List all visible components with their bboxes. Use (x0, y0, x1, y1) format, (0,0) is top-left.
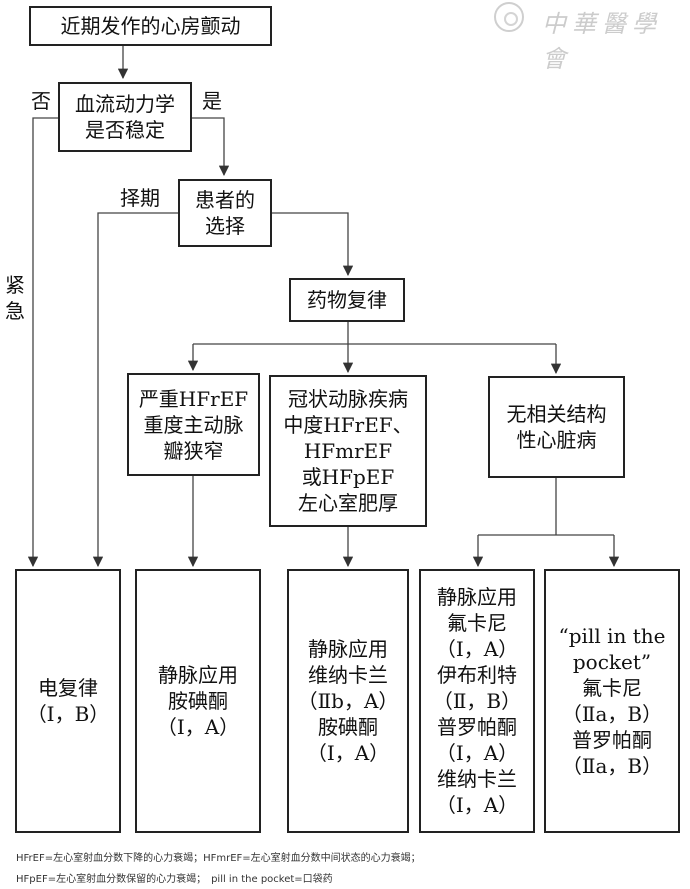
chinese-medical-association-logo: 中華醫學會 (494, 2, 688, 73)
node-text: 是否稳定 (85, 118, 165, 142)
seal-icon (494, 2, 524, 32)
footnote-line-1: HFrEF=左心室射血分数下降的心力衰竭；HFmrEF=左心室射血分数中间状态的… (16, 853, 421, 864)
edge-patient-electric (92, 212, 178, 568)
node-text: 氟卡尼 (582, 676, 642, 700)
outcome-electrical-cardioversion: 电复律 （Ⅰ，B） (15, 569, 121, 833)
node-text: 左心室肥厚 (298, 491, 398, 515)
node-text: 近期发作的心房颤动 (60, 14, 241, 38)
node-text: 选择 (205, 214, 245, 238)
edge-label-no: 否 (31, 89, 51, 113)
node-text: 氟卡尼 (447, 611, 507, 635)
outcome-iv-amiodarone: 静脉应用 胺碘酮 （Ⅰ，A） (135, 569, 261, 833)
node-text: 药物复律 (307, 288, 387, 312)
node-text: （Ⅱa，B） (561, 754, 663, 778)
edge-label-urgent: 紧 急 (4, 272, 26, 324)
node-text: 普罗帕酮 (572, 728, 652, 752)
node-text: 胺碘酮 (318, 715, 378, 739)
edge-hemo-electric (27, 117, 58, 568)
node-text: （Ⅰ，A） (435, 741, 519, 765)
node-text: （Ⅰ，A） (306, 741, 390, 765)
node-text: 血流动力学 (75, 92, 175, 116)
node-text: pocket” (572, 650, 652, 674)
node-hemodynamic-stability: 血流动力学 是否稳定 (58, 82, 192, 152)
edge-label-elective: 择期 (120, 186, 160, 210)
logo-script: 中華醫學會 (542, 10, 662, 73)
node-text: （Ⅱ，B） (432, 689, 522, 713)
edge-hemo-patient (192, 117, 230, 177)
node-text: 性心脏病 (516, 428, 597, 452)
node-severe-hfref: 严重HFrEF 重度主动脉 瓣狭窄 (127, 373, 260, 476)
edge-patient-drug (272, 212, 354, 277)
node-text: 冠状动脉疾病 (288, 387, 408, 411)
node-text: 中度HFrEF、 (283, 413, 413, 437)
node-text: HFmrEF (303, 439, 393, 463)
node-text: 维纳卡兰 (437, 767, 517, 791)
node-text: 静脉应用 (158, 663, 238, 687)
node-drug-cardioversion: 药物复律 (289, 278, 405, 322)
node-text: 伊布利特 (437, 663, 517, 687)
node-text: 静脉应用 (437, 585, 517, 609)
node-recent-af: 近期发作的心房颤动 (29, 6, 272, 46)
outcome-pill-in-the-pocket: “pill in the pocket” 氟卡尼 （Ⅱa，B） 普罗帕酮 （Ⅱa… (544, 569, 680, 833)
node-text: 胺碘酮 (168, 689, 228, 713)
edge-label-char: 急 (5, 299, 25, 323)
node-text: 严重HFrEF (138, 386, 249, 411)
node-text: （Ⅰ，A） (156, 715, 240, 739)
node-text: 静脉应用 (308, 637, 388, 661)
node-text: （Ⅰ，B） (26, 702, 110, 726)
footnote-line-2: HFpEF=左心室射血分数保留的心力衰竭； pill in the pocket… (16, 874, 333, 885)
node-text: （Ⅱb，A） (297, 689, 399, 713)
node-text: （Ⅰ，A） (435, 793, 519, 817)
node-text: 重度主动脉 (143, 412, 244, 437)
edge-label-char: 紧 (5, 273, 25, 297)
node-text: 瓣狭窄 (163, 438, 224, 463)
node-text: “pill in the (558, 624, 666, 648)
node-text: 患者的 (195, 188, 255, 212)
node-text: （Ⅱa，B） (561, 702, 663, 726)
node-text: 或HFpEF (301, 465, 395, 489)
node-coronary-disease: 冠状动脉疾病 中度HFrEF、 HFmrEF 或HFpEF 左心室肥厚 (269, 375, 427, 527)
node-text: 电复律 (38, 676, 98, 700)
node-text: （Ⅰ，A） (435, 637, 519, 661)
node-patient-choice: 患者的 选择 (178, 179, 272, 247)
node-text: 维纳卡兰 (308, 663, 388, 687)
outcome-iv-vernakalant-amiodarone: 静脉应用 维纳卡兰 （Ⅱb，A） 胺碘酮 （Ⅰ，A） (287, 569, 409, 833)
outcome-iv-drug-list: 静脉应用 氟卡尼 （Ⅰ，A） 伊布利特 （Ⅱ，B） 普罗帕酮 （Ⅰ，A） 维纳卡… (419, 569, 535, 833)
node-no-structural-heart-disease: 无相关结构 性心脏病 (488, 376, 625, 478)
node-text: 普罗帕酮 (437, 715, 517, 739)
edge-label-yes: 是 (202, 89, 222, 113)
node-text: 无相关结构 (506, 402, 607, 426)
